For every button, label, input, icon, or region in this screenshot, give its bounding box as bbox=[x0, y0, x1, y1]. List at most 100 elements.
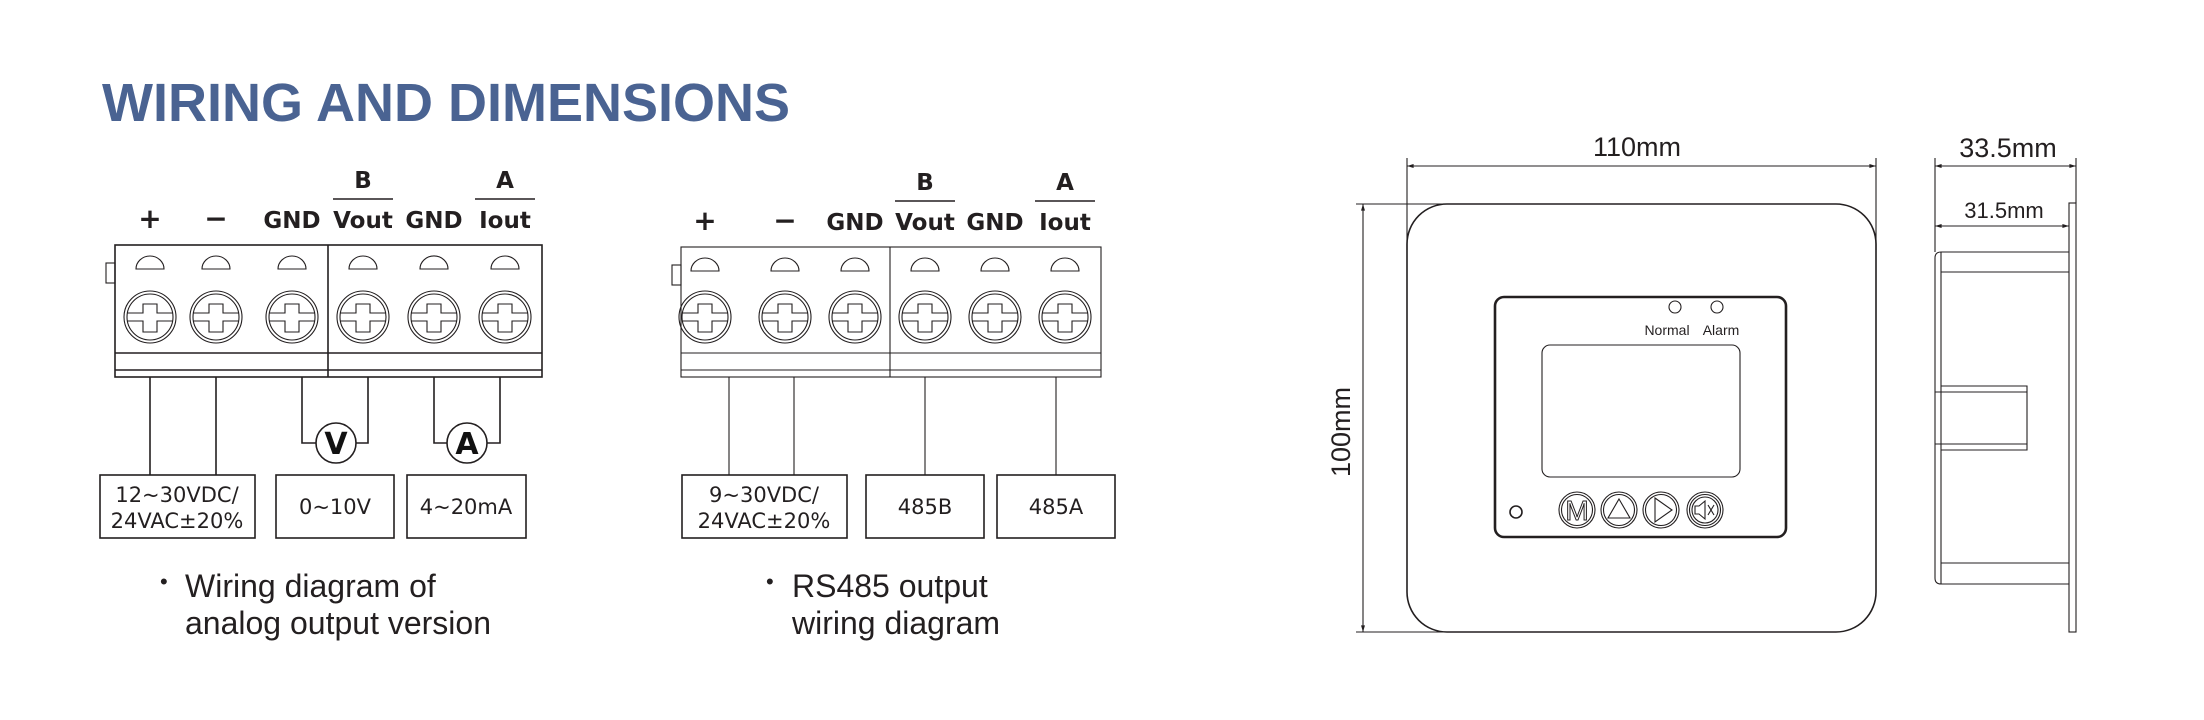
caption-line2: wiring diagram bbox=[791, 605, 1000, 641]
caption-bullet: • bbox=[766, 569, 774, 594]
voltage-output-box bbox=[275, 474, 395, 539]
overbar-label-b: B bbox=[916, 170, 934, 196]
menu-icon: M bbox=[1565, 495, 1588, 526]
wire-entry-hole bbox=[348, 255, 378, 270]
terminal-label: Vout bbox=[333, 208, 393, 234]
sensor-hole-icon bbox=[1509, 505, 1523, 519]
normal-led-icon bbox=[1668, 300, 1682, 314]
ammeter-label: A bbox=[455, 427, 479, 462]
overbar-label-a: A bbox=[1056, 170, 1074, 196]
terminal-screw-icon bbox=[189, 290, 243, 344]
terminal-screw-icon bbox=[1038, 290, 1092, 344]
terminal-screw-icon bbox=[758, 290, 812, 344]
front-plate bbox=[2068, 202, 2077, 633]
power-supply-line2: 24VAC±20% bbox=[698, 509, 831, 533]
power-supply-box bbox=[681, 474, 848, 539]
mounting-tab bbox=[1941, 385, 2028, 451]
voltmeter-icon bbox=[315, 422, 357, 464]
terminal-screw-icon bbox=[407, 290, 461, 344]
wire-entry-hole bbox=[201, 255, 231, 270]
front-panel bbox=[1493, 295, 1788, 539]
current-output-label: 4~20mA bbox=[420, 495, 513, 519]
rs485-a-label: 485A bbox=[1029, 495, 1084, 519]
wire-entry-hole bbox=[419, 255, 449, 270]
ammeter-icon bbox=[446, 422, 488, 464]
overbar-label-a: A bbox=[496, 168, 514, 194]
current-output-box bbox=[406, 474, 527, 539]
terminal-screw-icon bbox=[123, 290, 177, 344]
total-depth-label: 33.5mm bbox=[1959, 133, 2057, 163]
terminal-screw-icon bbox=[828, 290, 882, 344]
mute-speaker-icon bbox=[1694, 499, 1706, 521]
normal-led-label: Normal bbox=[1644, 322, 1689, 338]
caption-bullet: • bbox=[160, 569, 168, 594]
up-button[interactable] bbox=[1600, 491, 1638, 529]
mute-button[interactable] bbox=[1686, 491, 1724, 529]
block-latch bbox=[105, 262, 116, 284]
power-supply-box bbox=[99, 474, 256, 539]
terminal-label: GND bbox=[826, 210, 883, 236]
caption-line1: RS485 output bbox=[792, 568, 988, 604]
terminal-label: GND bbox=[405, 208, 462, 234]
wire-entry-hole bbox=[277, 255, 307, 270]
terminal-label: − bbox=[204, 202, 227, 235]
terminal-block bbox=[680, 246, 1102, 378]
housing-body bbox=[1934, 251, 2069, 585]
caption-line2: analog output version bbox=[185, 605, 491, 641]
power-supply-line1: 9~30VDC/ bbox=[709, 483, 820, 507]
rs485-a-box bbox=[996, 474, 1116, 539]
terminal-screw-icon bbox=[898, 290, 952, 344]
terminal-label: Iout bbox=[1039, 210, 1091, 236]
right-button[interactable] bbox=[1642, 491, 1680, 529]
height-dimension-label: 100mm bbox=[1326, 387, 1356, 477]
wire-vout bbox=[356, 377, 369, 444]
page-title: WIRING AND DIMENSIONS bbox=[102, 73, 790, 133]
width-dimension-label: 110mm bbox=[1593, 132, 1681, 162]
terminal-screw-icon bbox=[478, 290, 532, 344]
terminal-screw-icon bbox=[265, 290, 319, 344]
wire-entry-hole bbox=[980, 257, 1010, 272]
alarm-led-icon bbox=[1710, 300, 1724, 314]
right-arrow-icon bbox=[1654, 496, 1673, 524]
terminal-label: GND bbox=[966, 210, 1023, 236]
terminal-label: − bbox=[773, 204, 796, 237]
wire-iout bbox=[487, 377, 501, 444]
wire-entry-hole bbox=[910, 257, 940, 272]
rs485-b-box bbox=[865, 474, 985, 539]
terminal-label: + bbox=[138, 202, 161, 235]
body-depth-label: 31.5mm bbox=[1964, 198, 2043, 223]
power-supply-line1: 12~30VDC/ bbox=[115, 483, 239, 507]
device-front-view: 110mm 100mm Normal Alarm M bbox=[1326, 132, 1877, 633]
power-supply-line2: 24VAC±20% bbox=[111, 509, 244, 533]
terminal-label: Vout bbox=[895, 210, 955, 236]
wire-gnd-v bbox=[301, 377, 316, 444]
mute-cross-icon bbox=[1707, 504, 1715, 516]
wire-entry-hole bbox=[1050, 257, 1080, 272]
overbar-label-b: B bbox=[354, 168, 372, 194]
wire-entry-hole bbox=[770, 257, 800, 272]
alarm-led-label: Alarm bbox=[1703, 322, 1740, 338]
wire-entry-hole bbox=[840, 257, 870, 272]
lcd-screen bbox=[1541, 344, 1741, 478]
terminal-screw-icon bbox=[968, 290, 1022, 344]
wire-entry-hole bbox=[135, 255, 165, 270]
rs485-b-label: 485B bbox=[898, 495, 953, 519]
wire-entry-hole bbox=[690, 257, 720, 272]
voltage-output-label: 0~10V bbox=[299, 495, 372, 519]
wire-gnd-a bbox=[433, 377, 447, 444]
terminal-screw-icon bbox=[336, 290, 390, 344]
up-arrow-icon bbox=[1607, 497, 1631, 519]
terminal-screw-icon bbox=[678, 290, 732, 344]
menu-button[interactable]: M bbox=[1558, 491, 1596, 529]
terminal-label: Iout bbox=[479, 208, 531, 234]
block-latch bbox=[671, 264, 682, 286]
device-housing bbox=[1406, 203, 1877, 633]
voltmeter-label: V bbox=[324, 427, 348, 462]
caption-line1: Wiring diagram of bbox=[185, 568, 436, 604]
wire-entry-hole bbox=[490, 255, 520, 270]
device-side-view: 33.5mm 31.5mm bbox=[1934, 133, 2077, 633]
terminal-label: + bbox=[693, 204, 716, 237]
